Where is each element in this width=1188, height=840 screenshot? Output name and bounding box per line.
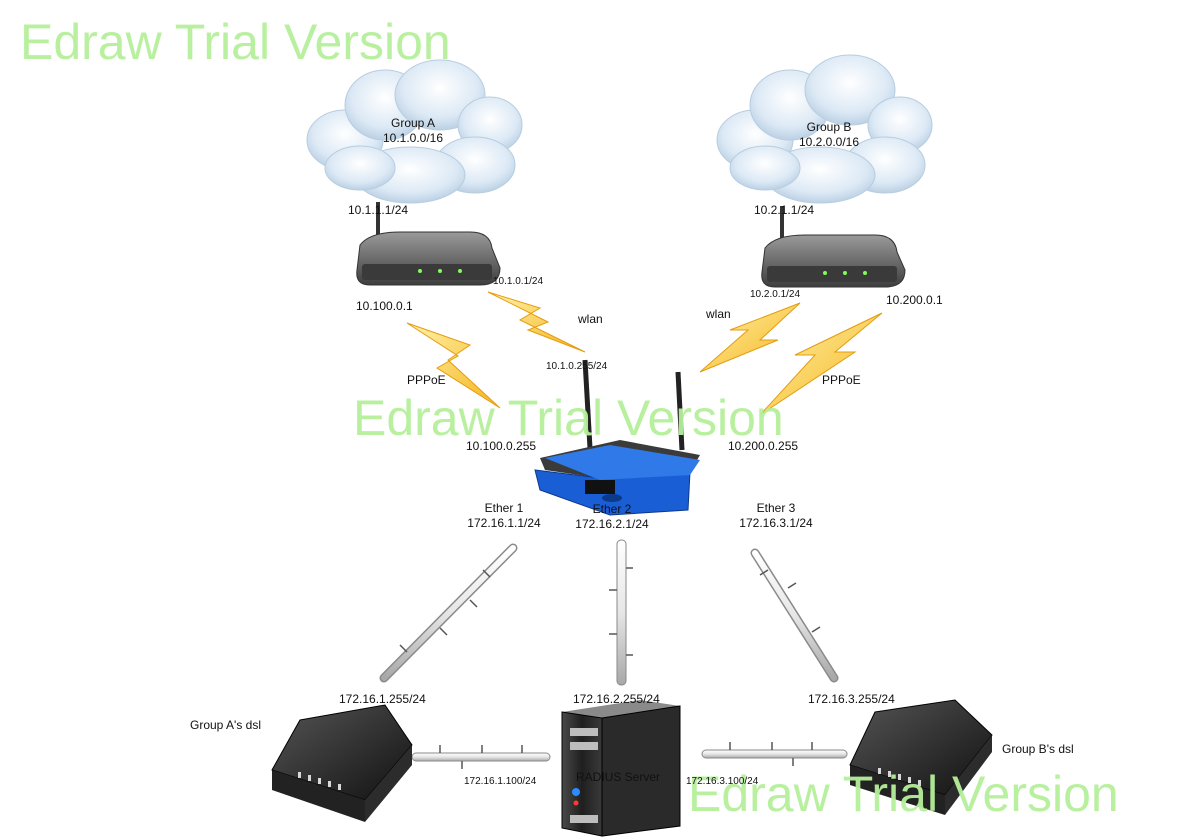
watermark-middle: Edraw Trial Version [353, 390, 784, 446]
router-group-a [356, 202, 501, 286]
router-a-wlan-ip: 10.1.0.1/24 [493, 276, 544, 287]
wireless-link-right [699, 302, 801, 373]
cloud-b-name: Group B [806, 120, 852, 134]
ether3-segment [750, 548, 839, 683]
radius-server [561, 700, 681, 837]
central-wlan-ip: 10.1.0.255/24 [546, 361, 608, 372]
ether2-segment [609, 539, 633, 686]
wlan-left-label: wlan [578, 312, 603, 326]
cloud-group-a [306, 59, 523, 204]
ether3-name: Ether 3 [756, 501, 796, 515]
ether2-ip: 172.16.2.1/24 [575, 517, 649, 531]
router-b-lan-ip: 10.2.1.1/24 [754, 203, 815, 217]
watermark-bottom: Edraw Trial Version [688, 766, 1119, 822]
cloud-b-network: 10.2.0.0/16 [798, 135, 860, 149]
dsl-a-label: Group A's dsl [190, 718, 261, 732]
ether1-segment [379, 543, 518, 683]
router-b-ppp-ip: 10.200.0.1 [886, 293, 943, 307]
pppoe-link-left [406, 322, 501, 409]
cloud-a-name: Group A [390, 116, 436, 130]
ether1-name: Ether 1 [484, 501, 524, 515]
router-a-lan-ip: 10.1.1.1/24 [348, 203, 409, 217]
cloud-group-b [716, 54, 933, 204]
wlan-right-label: wlan [706, 307, 731, 321]
seg1-far-ip: 172.16.1.255/24 [339, 692, 426, 706]
seg2-far-ip: 172.16.2.255/24 [573, 692, 660, 706]
ether1-ip: 172.16.1.1/24 [467, 516, 541, 530]
pppoe-right-label: PPPoE [822, 373, 861, 387]
dsl-b-segment [701, 742, 848, 766]
dsl-b-ip: 172.16.3.100/24 [686, 776, 759, 787]
dsl-modem-group-b [849, 699, 993, 815]
dsl-a-ip: 172.16.1.100/24 [464, 776, 537, 787]
seg3-far-ip: 172.16.3.255/24 [808, 692, 895, 706]
cloud-a-network: 10.1.0.0/16 [382, 131, 444, 145]
dsl-a-segment [411, 745, 551, 769]
dsl-modem-group-a [271, 704, 413, 822]
watermark-top: Edraw Trial Version [20, 14, 451, 70]
central-ppp-a-ip: 10.100.0.255 [466, 439, 537, 453]
ether2-name: Ether 2 [592, 502, 632, 516]
dsl-b-label: Group B's dsl [1002, 742, 1074, 756]
ether3-ip: 172.16.3.1/24 [739, 516, 813, 530]
router-a-ppp-ip: 10.100.0.1 [356, 299, 413, 313]
router-b-wlan-ip: 10.2.0.1/24 [750, 289, 801, 300]
linksys-router [534, 359, 700, 516]
pppoe-left-label: PPPoE [407, 373, 446, 387]
radius-label: RADIUS Server [576, 770, 661, 784]
router-group-b [761, 206, 906, 288]
central-ppp-b-ip: 10.200.0.255 [728, 439, 799, 453]
pppoe-link-right [759, 312, 883, 416]
wireless-link-left [487, 291, 586, 353]
